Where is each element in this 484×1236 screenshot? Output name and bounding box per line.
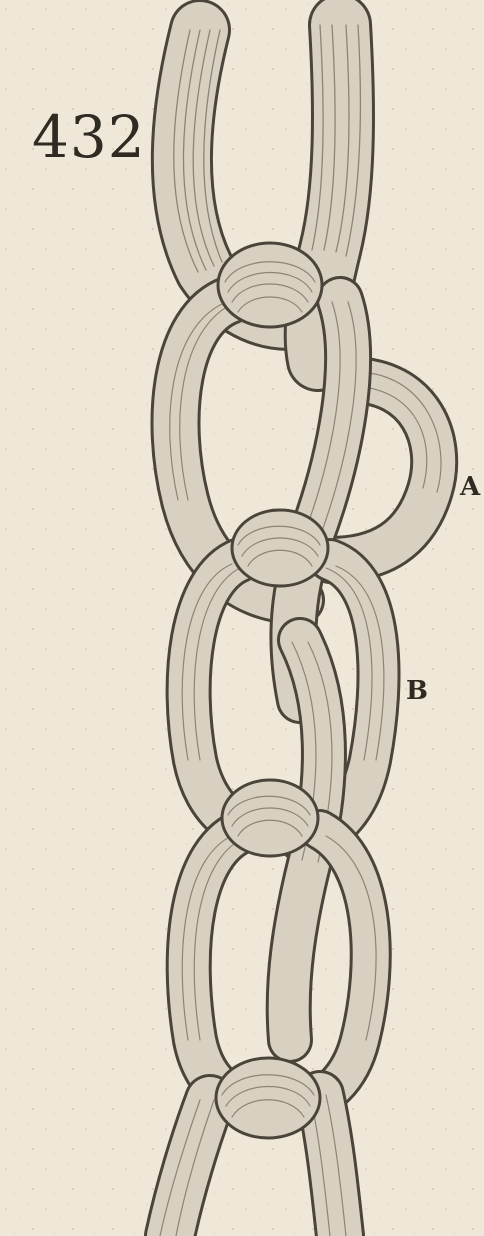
rope-knot-3: [222, 780, 318, 856]
rope-knot-1: [218, 243, 322, 327]
label-a: A: [460, 474, 480, 500]
figure-number: 432: [32, 108, 146, 166]
rope-knot-2: [232, 510, 328, 586]
rope-knot-4: [216, 1058, 320, 1138]
label-b: B: [406, 678, 428, 704]
